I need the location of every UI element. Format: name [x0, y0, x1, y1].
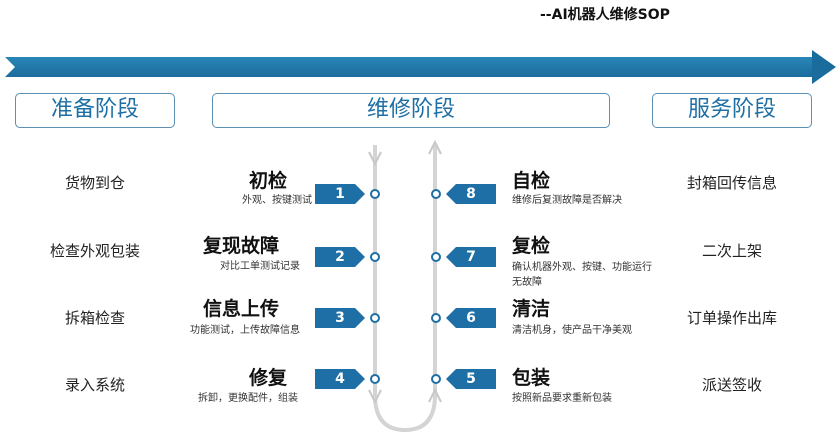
step-number-badge: 8 [446, 184, 496, 204]
phase-prepare-label: 准备阶段 [15, 93, 175, 128]
flow-node-dot [431, 252, 441, 262]
step-title: 清洁 [512, 298, 551, 320]
step-number-badge: 6 [446, 308, 496, 328]
step-title: 初检 [249, 170, 288, 192]
prepare-item: 货物到仓 [64, 174, 125, 192]
step-number-badge: 5 [446, 369, 496, 389]
flow-node-dot [370, 313, 380, 323]
service-item: 二次上架 [701, 242, 762, 260]
step-number-badge: 2 [315, 247, 365, 267]
flow-node-dot [431, 313, 441, 323]
prepare-item: 录入系统 [64, 376, 125, 394]
flow-node-dot [431, 189, 441, 199]
diagram-subtitle: --AI机器人维修SOP [540, 7, 670, 23]
step-title: 自检 [512, 170, 551, 192]
step-description: 维修后复测故障是否解决 [512, 195, 622, 206]
flow-node-dot [431, 374, 441, 384]
phase-repair-label: 维修阶段 [212, 93, 610, 128]
step-description: 功能测试，上传故障信息 [190, 325, 300, 336]
step-title: 信息上传 [203, 298, 280, 320]
step-title: 修复 [249, 367, 288, 389]
prepare-item: 拆箱检查 [64, 309, 125, 327]
step-title: 复检 [512, 235, 551, 257]
service-item: 订单操作出库 [686, 309, 777, 327]
step-number-badge: 7 [446, 247, 496, 267]
prepare-item: 检查外观包装 [49, 242, 140, 260]
step-description: 按照新品要求重新包装 [512, 393, 612, 404]
flow-up-arrow-icon [428, 140, 442, 155]
service-item: 派送签收 [701, 376, 762, 394]
flow-node-dot [370, 189, 380, 199]
step-number-badge: 3 [315, 308, 365, 328]
step-description: 确认机器外观、按键、功能运行无故障 [512, 262, 652, 288]
timeline-arrow-bar [5, 57, 815, 77]
timeline-arrow-head [812, 50, 836, 84]
flow-down-arrow-icon [368, 151, 382, 167]
step-description: 对比工单测试记录 [220, 261, 300, 272]
flow-node-dot [370, 374, 380, 384]
repair-flow-track [368, 140, 442, 433]
step-description: 拆卸，更换配件，组装 [198, 393, 298, 404]
step-description: 外观、按键测试 [242, 195, 312, 206]
flow-node-dot [370, 252, 380, 262]
step-title: 复现故障 [203, 235, 280, 257]
phase-service-label: 服务阶段 [652, 93, 812, 128]
service-item: 封箱回传信息 [686, 174, 777, 192]
step-number-badge: 1 [315, 184, 365, 204]
step-title: 包装 [512, 367, 551, 389]
step-number-badge: 4 [315, 369, 365, 389]
step-description: 清洁机身，使产品干净美观 [512, 325, 632, 336]
